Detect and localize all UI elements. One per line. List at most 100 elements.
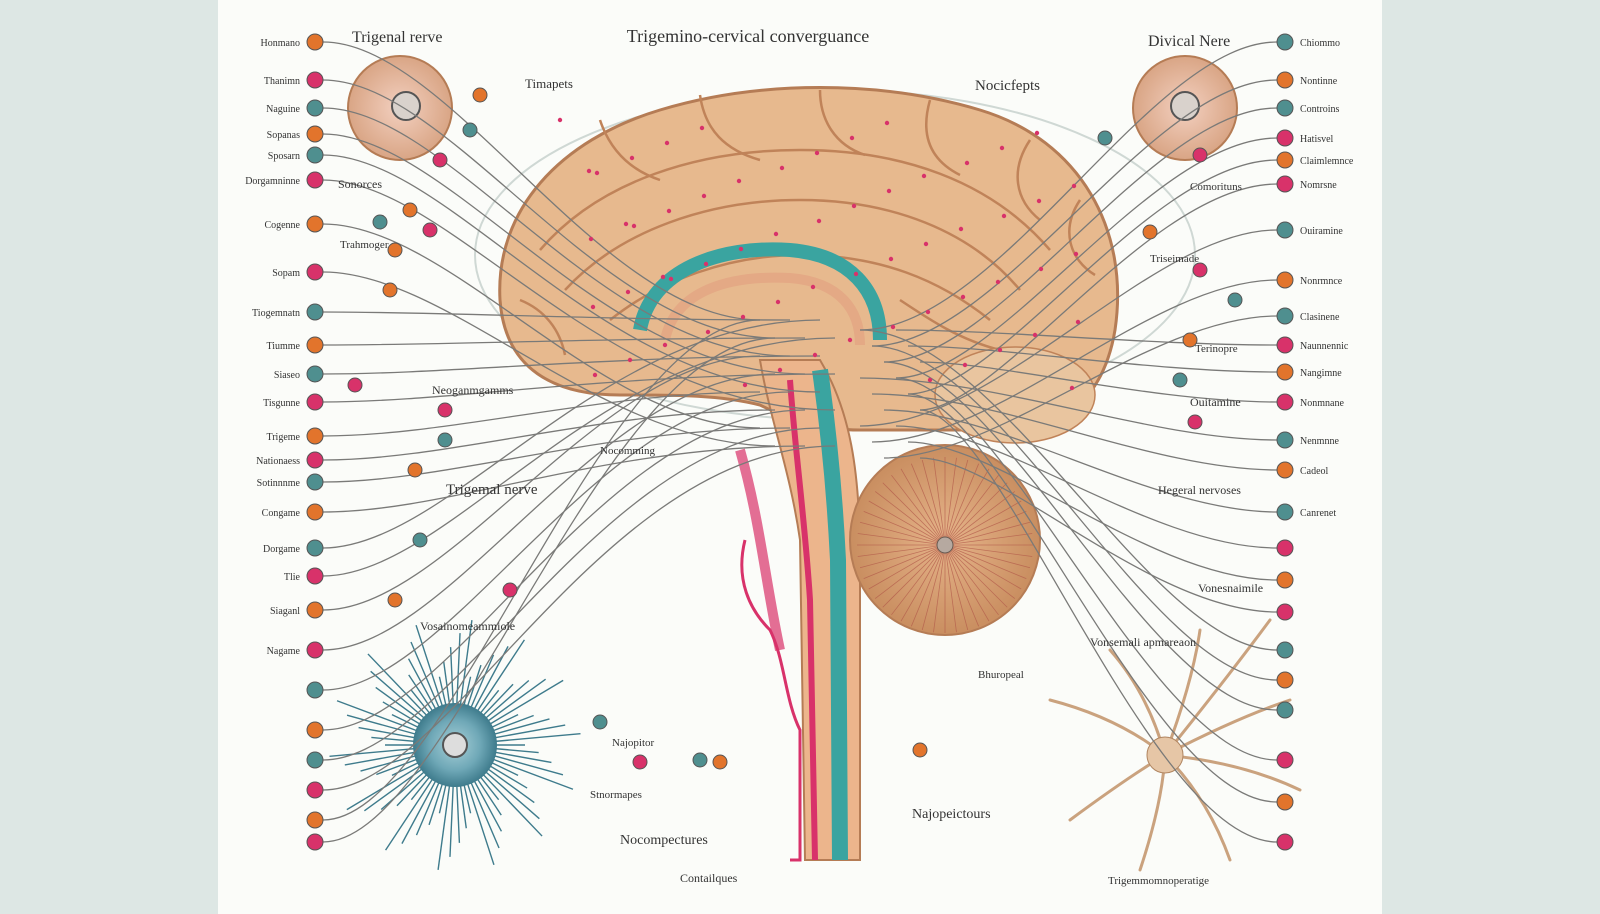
brain-red-dot [884,120,890,126]
label-neoganmgamms: Neoganmgamms [432,383,514,397]
label-voseminomeammiole: Vosainomeammiole [420,619,515,633]
node-dot [1187,414,1203,430]
left-node-dot [306,146,324,164]
brain-red-dot [627,357,633,363]
right-node-dot [1276,751,1294,769]
node-dot [1142,224,1158,240]
brain-red-dot [701,193,707,199]
right-column-label: Nangimne [1300,368,1342,379]
label-terinopre: Terinopre [1195,343,1238,355]
right-connector [895,329,1278,346]
left-node-dot [306,751,324,769]
left-connector [322,271,776,447]
brain-red-dot [997,347,1003,353]
right-node-dot [1276,393,1294,411]
cerebellum-ray [944,544,957,633]
neuron-dendrite [1163,698,1292,757]
label-hegeral-nervoses: Hegeral nervoses [1158,483,1241,497]
right-connector [883,315,1278,459]
node-dot [472,87,488,103]
brain-red-dot [962,362,968,368]
cerebellum-ray [944,544,1031,569]
left-connector [322,319,761,821]
brain-red-dot [588,236,594,242]
cerebellum-ray [921,459,946,546]
cerebellum-ray [857,533,946,546]
connector-lines [322,41,1278,843]
brain-red-dot [623,221,629,227]
label-nocomming: Nocomming [600,445,655,457]
left-column-label: Siaseo [274,370,300,381]
right-connector [871,345,1278,681]
left-node-dot [306,263,324,281]
right-node-dot [1276,461,1294,479]
brain-red-dot [703,261,709,267]
right-node-dot [1276,307,1294,325]
label-trahmoger: Trahmoger [340,239,389,251]
right-node-dot [1276,701,1294,719]
node-dot [632,754,648,770]
left-node-dot [306,567,324,585]
left-node-dot [306,811,324,829]
diagram-title: Trigemino-cervical converguance [627,26,869,46]
node-dot [462,122,478,138]
right-node-dot [1276,671,1294,689]
node-dot [592,714,608,730]
node-dot [347,377,363,393]
right-column-label: Chiommo [1300,38,1340,49]
right-column-label: Naunnennic [1300,341,1349,352]
node-dot [1172,372,1188,388]
brain-red-dot [814,150,820,156]
cerebellum-ray [882,482,946,546]
brain-red-dot [816,218,822,224]
left-node-dot [306,171,324,189]
cerebellum-ray [944,544,1027,580]
cerebellum-ray [944,457,957,546]
left-connector [322,107,791,357]
brain-red-dot [964,160,970,166]
brain-red-dot [557,117,563,123]
brain-red-dot [853,271,859,277]
cerebellum-ray [868,544,946,590]
left-column-label: Honmano [261,38,300,49]
label-nocicfepts: Nocicfepts [975,78,1040,94]
left-node-dot [306,721,324,739]
brain-red-dot [995,279,1001,285]
node-dot [502,582,518,598]
brain-red-dot [736,178,742,184]
cerebellum-ray [910,463,946,546]
label-timapets: Timapets [525,76,573,91]
left-connector [322,337,776,843]
left-node-dot [306,503,324,521]
right-column-label: Ouiramine [1300,226,1343,237]
right-column-label: Claimlemnce [1300,156,1354,167]
left-connector [322,373,776,651]
cerebellum-ray [944,510,1027,546]
right-connector [859,229,1278,427]
left-connector [322,409,776,461]
left-column-label: Tiumme [266,341,300,352]
brain-red-dot [1034,130,1040,136]
left-column-label: Tlie [284,572,301,583]
cerebellum-ray [944,544,1008,608]
right-node-dot [1276,175,1294,193]
brain-red-dot [1001,213,1007,219]
label-triseimade: Triseimade [1150,253,1199,265]
right-connector [883,361,1278,711]
brain-red-dot [1036,198,1042,204]
brain-red-dot [740,314,746,320]
brain-red-dot [629,155,635,161]
left-node-dot [306,427,324,445]
left-node-dot [306,833,324,851]
label-najopeictours: Najopeictours [912,807,991,822]
brain-red-dot [812,352,818,358]
right-connector [895,425,1278,549]
right-connector [907,393,1278,803]
node-dot [412,532,428,548]
left-column-labels: HonmanoThanimnNaguineSopanasSposarnDorga… [245,38,300,657]
label-sonorces: Sonorces [338,177,382,191]
right-connector [883,107,1278,363]
cerebellum-ray [944,491,1016,546]
left-connector [322,311,791,321]
